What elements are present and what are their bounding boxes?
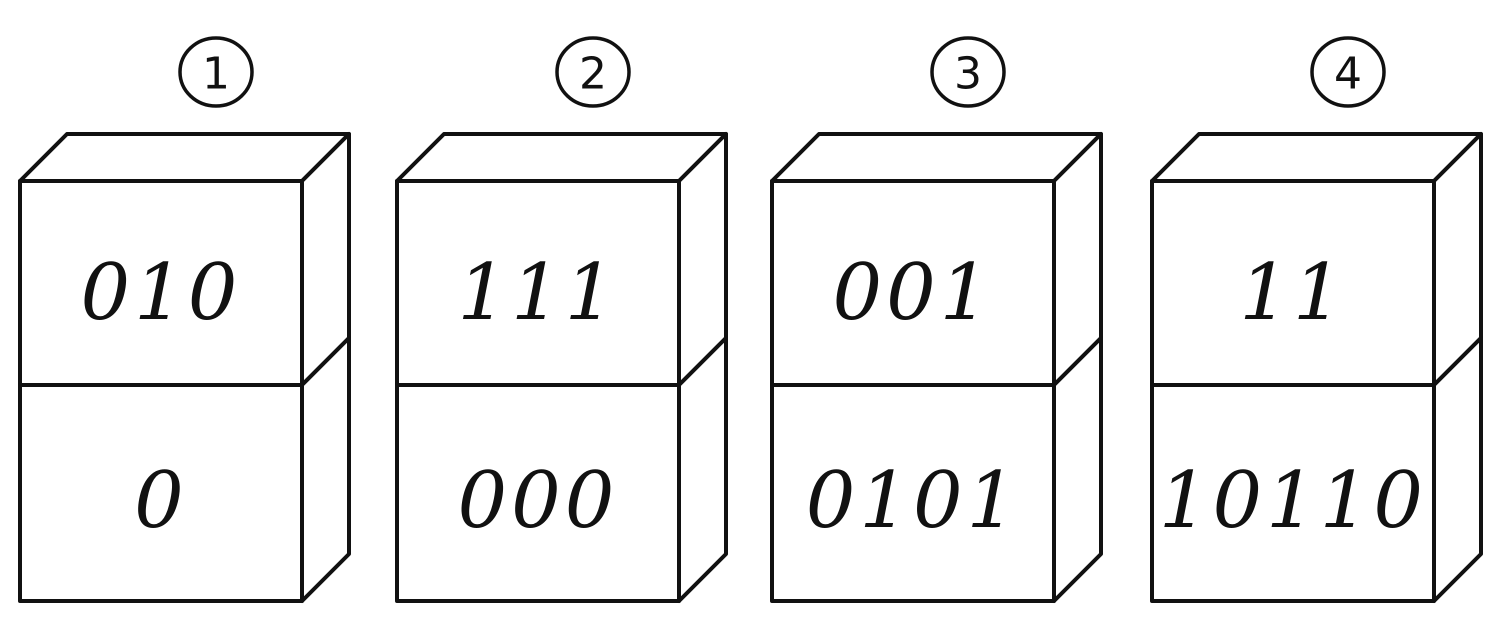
stack-side-face-lower (300, 336, 351, 603)
stack-1: 010 0 1 (18, 36, 351, 603)
stack-side-face-lower (677, 336, 728, 603)
box-upper-bits: 010 (81, 248, 242, 338)
stack-number-label: 1 (202, 49, 230, 100)
box-upper (770, 179, 1056, 387)
stack-3: 001 0101 3 (770, 36, 1103, 603)
stack-side-face-lower (1432, 336, 1483, 603)
box-upper (395, 179, 681, 387)
box-upper-bits: 001 (833, 248, 994, 338)
box-lower-bits: 000 (458, 456, 619, 546)
stack-top-face (395, 132, 728, 183)
stack-top-face (1150, 132, 1483, 183)
stack-number-circle (555, 36, 631, 108)
stack-top-face (18, 132, 351, 183)
box-upper (18, 179, 304, 387)
stack-number-circle (930, 36, 1006, 108)
box-lower (1150, 383, 1436, 603)
box-lower (770, 383, 1056, 603)
stack-4: 11 10110 4 (1150, 36, 1483, 603)
stack-side-face-lower (1052, 336, 1103, 603)
box-upper-bits: 111 (458, 248, 619, 338)
stack-number-label: 2 (579, 49, 607, 100)
stack-2: 111 000 2 (395, 36, 728, 603)
stack-number-circle (178, 36, 254, 108)
box-lower (395, 383, 681, 603)
box-lower (18, 383, 304, 603)
box-lower-bits: 0101 (806, 456, 1021, 546)
box-upper-bits: 11 (1239, 248, 1346, 338)
box-lower-bits: 0 (134, 456, 188, 546)
box-lower-bits: 10110 (1159, 456, 1427, 546)
stack-number-circle (1310, 36, 1386, 108)
stack-number-label: 3 (954, 49, 982, 100)
stack-top-face (770, 132, 1103, 183)
stack-number-label: 4 (1334, 49, 1362, 100)
